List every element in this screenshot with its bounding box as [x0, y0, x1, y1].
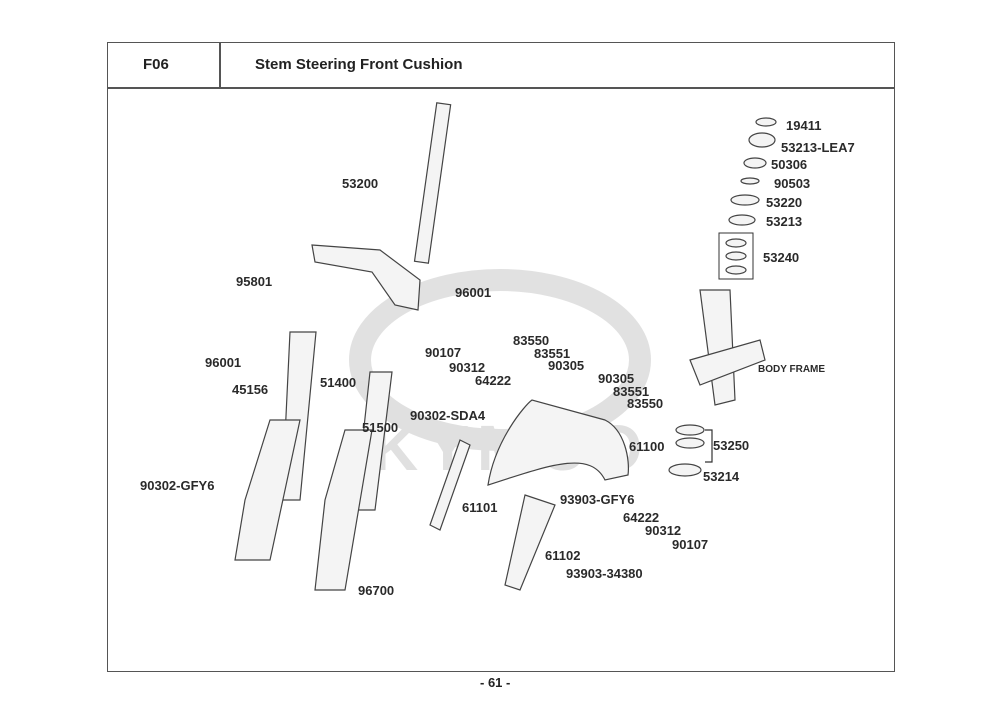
part-label: 90305	[598, 371, 634, 386]
part-label: 83550	[513, 333, 549, 348]
part-label: 90312	[645, 523, 681, 538]
part-label: 90302-GFY6	[140, 478, 214, 493]
page-number: - 61 -	[480, 675, 511, 690]
part-label: 95801	[236, 274, 272, 289]
part-label: 53200	[342, 176, 378, 191]
part-label: 90503	[774, 176, 810, 191]
part-label: 83550	[627, 396, 663, 411]
part-label: 96001	[455, 285, 491, 300]
fender-side-covers	[429, 439, 556, 591]
part-label: 83551	[613, 384, 649, 399]
part-label: 53250	[713, 438, 749, 453]
body-frame-part	[689, 289, 766, 406]
part-labels: 53200 95801 96001 96001 45156 51400 51500 90302…	[140, 118, 855, 598]
part-label: 53240	[763, 250, 799, 265]
part-label: 51500	[362, 420, 398, 435]
part-label: 93903-34380	[566, 566, 643, 581]
part-label: 90312	[449, 360, 485, 375]
part-label: 51400	[320, 375, 356, 390]
part-label: 90305	[548, 358, 584, 373]
part-label: 64222	[475, 373, 511, 388]
bearing-stack-parts	[668, 117, 777, 477]
part-label: 96700	[358, 583, 394, 598]
part-label: 53214	[703, 469, 740, 484]
part-label: 61101	[462, 500, 497, 515]
steering-stem-part	[311, 102, 452, 311]
left-fork-tube-part	[234, 331, 317, 561]
page-title: Stem Steering Front Cushion	[255, 56, 463, 73]
part-label: BODY FRAME	[758, 364, 825, 375]
header-title-cell	[219, 42, 895, 89]
part-label: 61102	[545, 548, 580, 563]
part-label: 45156	[232, 382, 268, 397]
header-code-cell	[107, 42, 221, 89]
front-fender-part	[487, 399, 629, 486]
part-label: 64222	[623, 510, 659, 525]
part-label: 83551	[534, 346, 570, 361]
part-label: 96001	[205, 355, 241, 370]
section-code: F06	[143, 56, 169, 73]
part-label: 90302-SDA4	[410, 408, 486, 423]
part-label: 61100	[629, 439, 664, 454]
part-label: 53213	[766, 214, 802, 229]
right-fork-tube-part	[314, 371, 393, 591]
diagram-frame	[107, 87, 895, 672]
part-label: 90107	[672, 537, 708, 552]
part-label: 53213-LEA7	[781, 140, 855, 155]
part-label: 90107	[425, 345, 461, 360]
part-label: 53220	[766, 195, 802, 210]
part-label: 93903-GFY6	[560, 492, 634, 507]
part-label: 19411	[786, 118, 821, 133]
part-label: 50306	[771, 157, 807, 172]
